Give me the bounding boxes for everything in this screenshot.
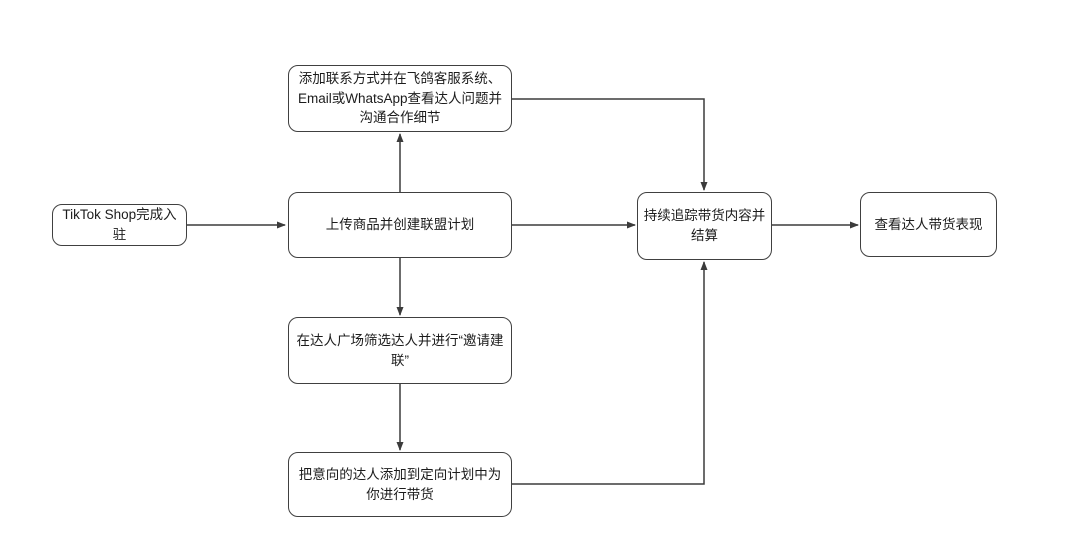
- node-view-creator-performance: 查看达人带货表现: [860, 192, 997, 257]
- edge-contact-to-track: [512, 98, 708, 191]
- edge-targeted-to-track: [512, 261, 708, 485]
- node-track-content-settle: 持续追踪带货内容并结算: [637, 192, 772, 260]
- node-tiktok-shop-onboarded: TikTok Shop完成入驻: [52, 204, 187, 246]
- node-add-creators-targeted-plan: 把意向的达人添加到定向计划中为你进行带货: [288, 452, 512, 517]
- node-add-contact-communicate: 添加联系方式并在飞鸽客服系统、Email或WhatsApp查看达人问题并沟通合作…: [288, 65, 512, 132]
- node-filter-creators-invite: 在达人广场筛选达人并进行“邀请建联”: [288, 317, 512, 384]
- node-upload-products-create-plan: 上传商品并创建联盟计划: [288, 192, 512, 258]
